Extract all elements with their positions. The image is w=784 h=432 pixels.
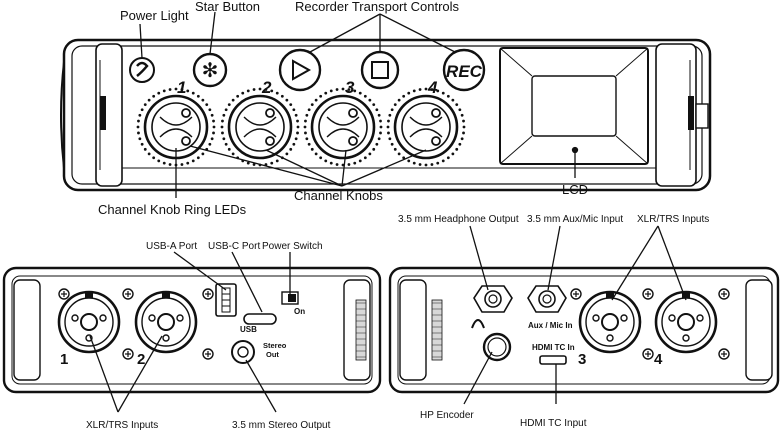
callout-power-light: Power Light [120, 8, 189, 23]
screw-icon [642, 348, 654, 360]
knob-indicator [181, 136, 191, 146]
xlr-inputs-left [57, 290, 198, 354]
hp-encoder[interactable] [482, 332, 512, 362]
xlr-input-4[interactable] [654, 290, 718, 354]
knob-indicator [348, 108, 358, 118]
screw-icon [642, 288, 654, 300]
channel-number-2: 2 [261, 78, 272, 97]
knob-indicator [181, 108, 191, 118]
xlr-input-3[interactable] [578, 290, 642, 354]
rec-button[interactable]: REC [442, 48, 486, 92]
screw-icon [202, 288, 214, 300]
callout-usb-c: USB-C Port [208, 241, 260, 252]
aux-mic-label: Aux / Mic In [528, 321, 573, 330]
knob-indicator [431, 136, 441, 146]
xlr-input-1[interactable] [57, 290, 121, 354]
channel-number-1: 1 [177, 78, 186, 97]
right-side-panel: Aux / Mic In HDMI TC In 3 4 [388, 266, 780, 394]
screws-left [58, 288, 214, 360]
star-icon: ✻ [202, 60, 219, 82]
callout-usb-a: USB-A Port [146, 241, 197, 252]
left-callout-lines [89, 251, 291, 413]
hdmi-label: HDMI TC In [532, 343, 575, 352]
left-side-panel: 1 2 USB On Stereo Out [2, 266, 382, 394]
stereo-label: Stereo [263, 341, 287, 350]
right-channel-4: 4 [654, 351, 663, 368]
screw-icon [58, 288, 70, 300]
channel-number-4: 4 [427, 78, 438, 97]
callout-hdmi-tc: HDMI TC Input [520, 418, 587, 429]
screw-icon [570, 288, 582, 300]
callout-star-button: Star Button [195, 0, 260, 14]
knob-ring-leds-1 [136, 87, 216, 167]
power-on-label: On [294, 307, 305, 316]
callout-channel-knobs: Channel Knobs [294, 188, 383, 203]
screw-icon [718, 288, 730, 300]
knob-indicator [265, 108, 275, 118]
callout-aux-input: 3.5 mm Aux/Mic Input [527, 214, 623, 225]
aux-mic-input-jack[interactable] [527, 285, 567, 313]
screw-icon [122, 288, 134, 300]
power-icon [136, 61, 149, 77]
channel-knob-4[interactable] [386, 87, 466, 167]
xlr-inputs-right [578, 290, 718, 354]
rec-label: REC [446, 62, 483, 81]
usb-a-port[interactable] [215, 283, 237, 317]
callout-headphone-output: 3.5 mm Headphone Output [398, 214, 519, 225]
headphone-icon [471, 319, 485, 329]
left-channel-2: 2 [137, 351, 145, 368]
screw-icon [718, 348, 730, 360]
play-icon [292, 59, 312, 81]
headphone-output-jack[interactable] [473, 285, 513, 313]
top-panel: ✻ REC 1 2 3 4 [60, 38, 712, 192]
xlr-input-2[interactable] [134, 290, 198, 354]
left-channel-1: 1 [60, 351, 68, 368]
knob-indicator [265, 136, 275, 146]
channel-knob-3[interactable] [303, 87, 383, 167]
power-switch[interactable] [281, 291, 299, 305]
knob-indicator [348, 136, 358, 146]
stereo-output-jack[interactable] [231, 340, 255, 364]
callout-power-switch: Power Switch [262, 241, 323, 252]
knob-indicator [431, 108, 441, 118]
screw-icon [202, 348, 214, 360]
knob-ring-leds-3 [303, 87, 383, 167]
channel-knob-2[interactable] [220, 87, 300, 167]
callout-stereo-output: 3.5 mm Stereo Output [232, 420, 331, 431]
callout-lcd: LCD [562, 182, 588, 197]
callout-ring-leds: Channel Knob Ring LEDs [98, 202, 247, 217]
lcd-screen [499, 47, 649, 165]
callout-hp-encoder: HP Encoder [420, 410, 474, 421]
play-button[interactable] [278, 48, 322, 92]
hdmi-tc-port[interactable] [539, 355, 567, 365]
knob-ring-leds-4 [386, 87, 466, 167]
callout-xlr-right: XLR/TRS Inputs [637, 214, 709, 225]
screw-icon [122, 348, 134, 360]
channel-number-3: 3 [345, 78, 355, 97]
usb-c-port[interactable] [243, 313, 277, 325]
screws-right [570, 288, 730, 360]
out-label: Out [266, 350, 279, 359]
callout-xlr-left: XLR/TRS Inputs [86, 420, 158, 431]
star-button[interactable]: ✻ [192, 52, 228, 88]
right-callout-lines [463, 225, 687, 405]
stop-button[interactable] [360, 50, 400, 90]
callout-transport: Recorder Transport Controls [295, 0, 460, 14]
usb-port-label: USB [240, 325, 257, 334]
stop-icon [371, 61, 389, 79]
right-channel-3: 3 [578, 351, 586, 368]
top-callout-lines [139, 11, 579, 198]
